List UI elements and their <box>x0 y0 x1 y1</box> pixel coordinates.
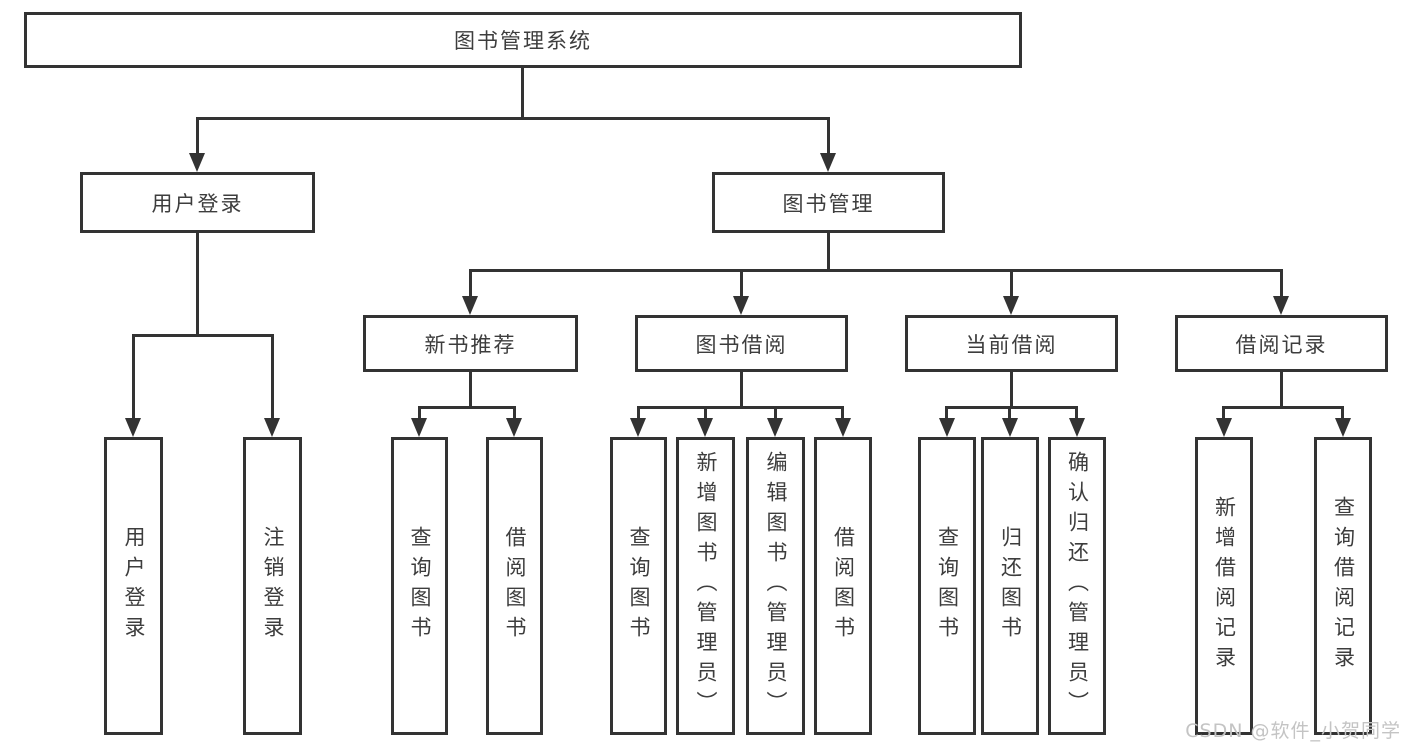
arrowhead-new-book-recommendation <box>462 296 478 315</box>
leaf-edit-books-admin: 编辑图书（管理员） <box>746 437 805 735</box>
arrowhead-leaf-logout <box>264 418 280 437</box>
leaf-confirm-return-admin: 确认归还（管理员） <box>1048 437 1106 735</box>
leaf-search-borrow-record: 查询借阅记录 <box>1314 437 1372 735</box>
arrowhead-leaf-search-books-borrow <box>630 418 646 437</box>
arrowhead-leaf-add-books-admin <box>697 418 713 437</box>
leaf-add-books-admin-label: 新增图书（管理员） <box>694 451 718 721</box>
connector-borrow-stem-2 <box>704 406 707 424</box>
connector-root-stem-right <box>827 117 830 159</box>
leaf-search-books-borrow: 查询图书 <box>610 437 667 735</box>
connector-recommend-vline <box>469 372 472 409</box>
node-current-borrowing-label: 当前借阅 <box>965 332 1058 357</box>
leaf-logout-label: 注销登录 <box>261 526 285 646</box>
connector-root-vline <box>521 68 524 119</box>
connector-borrow-stem-1 <box>637 406 640 424</box>
node-user-login: 用户登录 <box>80 172 315 233</box>
connector-bookmgmt-vline <box>827 233 830 272</box>
connector-recommend-hline <box>418 406 516 409</box>
node-borrowing-records-label: 借阅记录 <box>1235 332 1328 357</box>
leaf-search-books-current-label: 查询图书 <box>935 526 960 646</box>
connector-bookmgmt-stem-3 <box>1010 269 1013 302</box>
arrowhead-book-management <box>820 153 836 172</box>
leaf-return-books: 归还图书 <box>981 437 1039 735</box>
connector-borrow-hline <box>637 406 844 409</box>
connector-bookmgmt-hline <box>469 269 1282 272</box>
connector-current-stem-2 <box>1008 406 1011 424</box>
csdn-watermark: CSDN @软件_小贺同学 <box>1185 720 1401 742</box>
node-user-login-label: 用户登录 <box>151 191 244 216</box>
connector-userlogin-stem-2 <box>271 334 274 426</box>
connector-recommend-stem-2 <box>513 406 516 424</box>
connector-records-stem-2 <box>1341 406 1344 424</box>
connector-current-stem-3 <box>1075 406 1078 424</box>
leaf-borrow-books-recommend-label: 借阅图书 <box>503 526 527 646</box>
leaf-confirm-return-admin-label: 确认归还（管理员） <box>1065 451 1090 721</box>
leaf-search-books-recommend-label: 查询图书 <box>408 526 432 646</box>
connector-current-vline <box>1010 372 1013 409</box>
arrowhead-book-borrowing <box>733 296 749 315</box>
arrowhead-user-login <box>189 153 205 172</box>
leaf-search-books-current: 查询图书 <box>918 437 976 735</box>
leaf-add-borrow-record-label: 新增借阅记录 <box>1212 496 1237 676</box>
connector-userlogin-vline <box>196 233 199 337</box>
leaf-search-borrow-record-label: 查询借阅记录 <box>1331 496 1356 676</box>
connector-records-stem-1 <box>1222 406 1225 424</box>
leaf-return-books-label: 归还图书 <box>998 526 1023 646</box>
node-book-borrowing-label: 图书借阅 <box>695 332 788 357</box>
leaf-search-books-borrow-label: 查询图书 <box>627 526 651 646</box>
connector-records-vline <box>1280 372 1283 409</box>
leaf-user-login-label: 用户登录 <box>122 526 146 646</box>
connector-userlogin-stem-1 <box>132 334 135 426</box>
leaf-user-login: 用户登录 <box>104 437 163 735</box>
connector-current-hline <box>945 406 1078 409</box>
arrowhead-current-borrowing <box>1003 296 1019 315</box>
leaf-borrow-books: 借阅图书 <box>814 437 872 735</box>
connector-current-stem-1 <box>945 406 948 424</box>
connector-userlogin-hline <box>132 334 274 337</box>
leaf-add-books-admin: 新增图书（管理员） <box>676 437 735 735</box>
connector-root-stem-left <box>196 117 199 159</box>
connector-borrow-stem-3 <box>774 406 777 424</box>
node-library-system: 图书管理系统 <box>24 12 1022 68</box>
arrowhead-leaf-return-books <box>1002 418 1018 437</box>
arrowhead-leaf-confirm-return-admin <box>1069 418 1085 437</box>
arrowhead-leaf-edit-books-admin <box>767 418 783 437</box>
leaf-borrow-books-recommend: 借阅图书 <box>486 437 543 735</box>
arrowhead-borrowing-records <box>1273 296 1289 315</box>
connector-borrow-stem-4 <box>841 406 844 424</box>
leaf-search-books-recommend: 查询图书 <box>391 437 448 735</box>
connector-recommend-stem-1 <box>418 406 421 424</box>
leaf-logout: 注销登录 <box>243 437 302 735</box>
arrowhead-leaf-search-books-current <box>939 418 955 437</box>
connector-bookmgmt-stem-4 <box>1280 269 1283 302</box>
node-new-book-recommendation: 新书推荐 <box>363 315 578 372</box>
leaf-add-borrow-record: 新增借阅记录 <box>1195 437 1253 735</box>
node-book-borrowing: 图书借阅 <box>635 315 848 372</box>
arrowhead-leaf-borrow-books <box>835 418 851 437</box>
connector-bookmgmt-stem-1 <box>469 269 472 302</box>
arrowhead-leaf-add-borrow-record <box>1216 418 1232 437</box>
node-current-borrowing: 当前借阅 <box>905 315 1118 372</box>
arrowhead-leaf-search-borrow-record <box>1335 418 1351 437</box>
node-book-management-label: 图书管理 <box>782 191 875 216</box>
leaf-borrow-books-label: 借阅图书 <box>831 526 856 646</box>
arrowhead-leaf-search-books-recommend <box>411 418 427 437</box>
node-book-management: 图书管理 <box>712 172 945 233</box>
node-library-system-label: 图书管理系统 <box>454 29 592 53</box>
connector-bookmgmt-stem-2 <box>740 269 743 302</box>
node-new-book-recommendation-label: 新书推荐 <box>424 332 517 357</box>
connector-root-hline <box>196 117 830 120</box>
arrowhead-leaf-user-login <box>125 418 141 437</box>
connector-borrow-vline <box>740 372 743 409</box>
leaf-edit-books-admin-label: 编辑图书（管理员） <box>764 451 788 721</box>
connector-records-hline <box>1222 406 1344 409</box>
node-borrowing-records: 借阅记录 <box>1175 315 1388 372</box>
arrowhead-leaf-borrow-books-recommend <box>506 418 522 437</box>
